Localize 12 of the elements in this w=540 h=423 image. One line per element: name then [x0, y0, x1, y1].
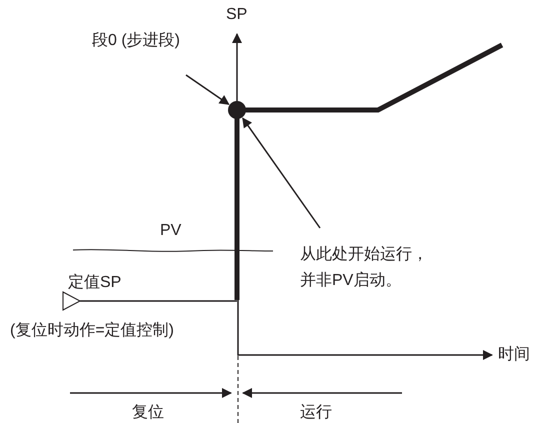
start-point-dot [228, 101, 246, 119]
callout-text: 从此处开始运行，并非PV启动。 [300, 244, 429, 291]
phase-label: 复位 [132, 403, 164, 423]
phase-label: 运行 [300, 403, 332, 423]
leader-arrow [186, 74, 230, 105]
axis-label: 时间 [498, 344, 530, 365]
callout-text: 段0 (步进段) [92, 30, 181, 51]
note-text: (复位时动作=定值控制) [10, 320, 174, 341]
curve-label: 定值SP [68, 272, 122, 293]
curve-label: PV [160, 221, 182, 241]
axis-label: SP [226, 5, 248, 25]
leader-arrow [242, 117, 321, 228]
